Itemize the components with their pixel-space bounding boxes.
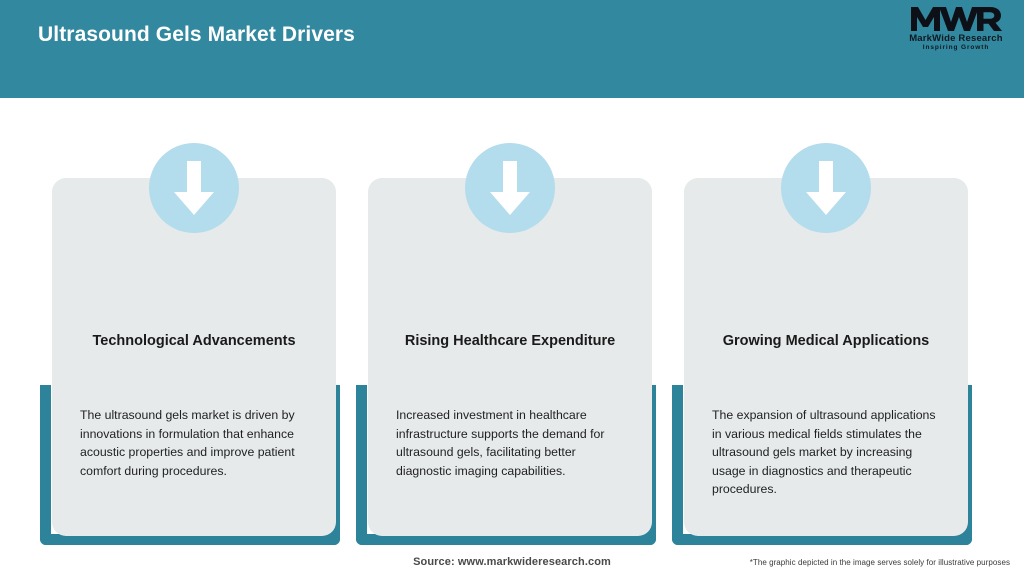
logo-tagline: Inspiring Growth bbox=[922, 44, 990, 51]
arrow-down-icon bbox=[490, 161, 530, 215]
card-icon-badge bbox=[465, 143, 555, 233]
driver-card-3: Growing Medical Applications The expansi… bbox=[668, 98, 984, 548]
page-header: Ultrasound Gels Market Drivers MarkWide … bbox=[0, 0, 1024, 98]
card-description: Increased investment in healthcare infra… bbox=[396, 408, 605, 478]
card-title: Growing Medical Applications bbox=[722, 333, 930, 349]
disclaimer-label: *The graphic depicted in the image serve… bbox=[749, 558, 1010, 567]
company-logo: MarkWide Research Inspiring Growth bbox=[900, 6, 1012, 62]
drivers-card-list: Technological Advancements The ultrasoun… bbox=[0, 98, 1024, 576]
card-panel: Rising Healthcare Expenditure Increased … bbox=[368, 178, 652, 536]
card-icon-badge bbox=[149, 143, 239, 233]
page-title: Ultrasound Gels Market Drivers bbox=[38, 23, 355, 46]
logo-company-name: MarkWide Research bbox=[909, 33, 1003, 44]
card-title: Technological Advancements bbox=[92, 333, 296, 349]
card-panel: Growing Medical Applications The expansi… bbox=[684, 178, 968, 536]
arrow-down-icon bbox=[806, 161, 846, 215]
arrow-down-icon bbox=[174, 161, 214, 215]
card-title: Rising Healthcare Expenditure bbox=[404, 333, 616, 349]
card-description: The expansion of ultrasound applications… bbox=[712, 408, 936, 496]
driver-card-1: Technological Advancements The ultrasoun… bbox=[36, 98, 352, 548]
card-icon-badge bbox=[781, 143, 871, 233]
source-label: Source: www.markwideresearch.com bbox=[413, 556, 611, 568]
driver-card-2: Rising Healthcare Expenditure Increased … bbox=[352, 98, 668, 548]
mwr-logomark-icon bbox=[911, 7, 1002, 31]
card-description: The ultrasound gels market is driven by … bbox=[80, 408, 295, 478]
card-panel: Technological Advancements The ultrasoun… bbox=[52, 178, 336, 536]
